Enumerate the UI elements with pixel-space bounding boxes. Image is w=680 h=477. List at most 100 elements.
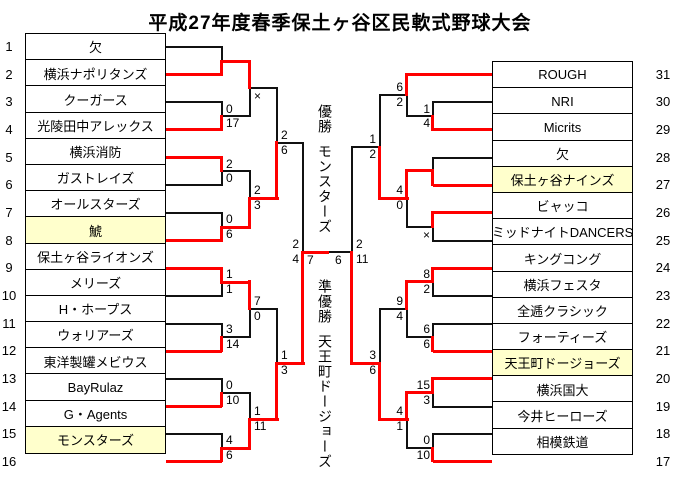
bracket-line-win [433,184,492,187]
bracket-line [166,433,222,435]
bracket-line [329,251,353,253]
team-box: ビャッコ [492,191,633,220]
bracket-line [166,101,222,103]
bracket-line [432,323,434,338]
team-box: G・Agents [25,399,166,428]
score: 2 [254,183,261,197]
bracket-line-win [275,362,278,420]
bracket-line-win [220,226,251,229]
bracket-line [249,87,278,89]
score: 4 [396,309,403,323]
bracket-line [221,212,223,228]
score-grand-final-left: 7 [307,253,314,267]
bracket-line-win [166,460,222,463]
bracket-line [276,87,278,144]
score: 0 [423,433,430,447]
score: 2 [423,282,430,296]
bracket-line-win [350,362,380,365]
seed-number: 27 [655,177,671,192]
team-box: 全逓クラシック [492,296,633,325]
seed-number: 9 [5,260,13,275]
bracket-line [433,295,492,297]
score: 2 [369,147,376,161]
bracket-line-win [433,377,492,380]
score: 8 [423,267,430,281]
bracket-line [433,433,492,435]
bracket-line [166,212,222,214]
score: 7 [254,294,261,308]
page-title: 平成27年度春季保土ヶ谷区民軟式野球大会 [148,13,532,34]
bracket-line-win [220,281,251,284]
bracket-line-win [378,197,409,200]
team-box: 東洋製罐メビウス [25,347,166,375]
seed-number: 4 [5,122,13,137]
bracket-line [432,392,434,408]
score: 4 [423,116,430,130]
score: 1 [281,348,288,362]
bracket-line [166,378,222,380]
bracket-line [379,308,408,310]
seed-number: 13 [1,371,17,386]
team-box: 横浜国大 [492,375,633,403]
score: 3 [423,393,430,407]
score: 2 [356,237,363,251]
bracket-line [166,323,222,325]
bracket-line-win [220,447,251,450]
team-box: 相模鉄道 [492,427,633,456]
seed-number: 26 [655,205,671,220]
bracket-line-win [433,350,492,353]
score: 1 [226,282,233,296]
bracket-line [433,101,492,103]
bracket-line [221,115,251,117]
score: 11 [356,252,369,266]
bracket-line-win [248,418,279,421]
bracket-line [221,170,223,186]
bracket-line-win [301,251,329,254]
bracket-line [249,308,278,310]
team-box: NRI [492,87,633,115]
bracket-line-win [248,197,279,200]
score-grand-final-right: 6 [335,253,342,267]
bracket-line-win [220,392,223,407]
bracket-line-win [220,115,223,131]
team-box: メリーズ [25,268,166,297]
bracket-line-win [166,156,222,159]
bracket-line-win [405,280,434,283]
bracket-line [249,170,251,200]
team-box: クーガース [25,85,166,114]
seed-number: 29 [655,122,671,137]
score: 10 [226,393,240,407]
bracket-line [406,226,434,228]
bracket-line [221,281,223,297]
bracket-line-win [275,362,305,365]
team-box-highlighted: 保土ヶ谷ナインズ [492,165,633,194]
seed-number: 30 [655,94,671,109]
bracket-line [276,142,304,144]
team-box-highlighted: モンスターズ [25,425,166,454]
team-box-highlighted: 天王町ドージョーズ [492,349,633,377]
bracket-line [432,226,434,242]
bracket-line [276,308,278,365]
score: 2 [292,237,299,251]
score: 6 [369,363,376,377]
score-forfeit: × [254,89,262,103]
right-team-column: ROUGH NRI Micrits 欠 保土ヶ谷ナインズ ビャッコ ミッドナイト… [492,61,633,456]
bracket-line-win [220,447,223,462]
left-team-column: 欠 横浜ナポリタンズ クーガース 光陵田中アレックス 横浜消防 ガストレイズ オ… [25,33,166,454]
seed-number: 25 [655,233,671,248]
bracket-line [433,323,492,325]
score: 9 [396,294,403,308]
score: 3 [281,363,288,377]
bracket-line [249,308,251,338]
champion-name: モンスターズ [317,144,333,234]
team-box: ガストレイズ [25,163,166,192]
bracket-line [406,197,408,228]
team-box: ミッドナイトDANCERS [492,218,633,246]
bracket-line [221,170,251,172]
bracket-line-win [431,267,434,282]
bracket-line-win [433,211,492,214]
bracket-line [406,336,434,338]
bracket-line [221,101,223,117]
bracket-line-win [405,169,434,172]
score: 6 [281,143,288,157]
